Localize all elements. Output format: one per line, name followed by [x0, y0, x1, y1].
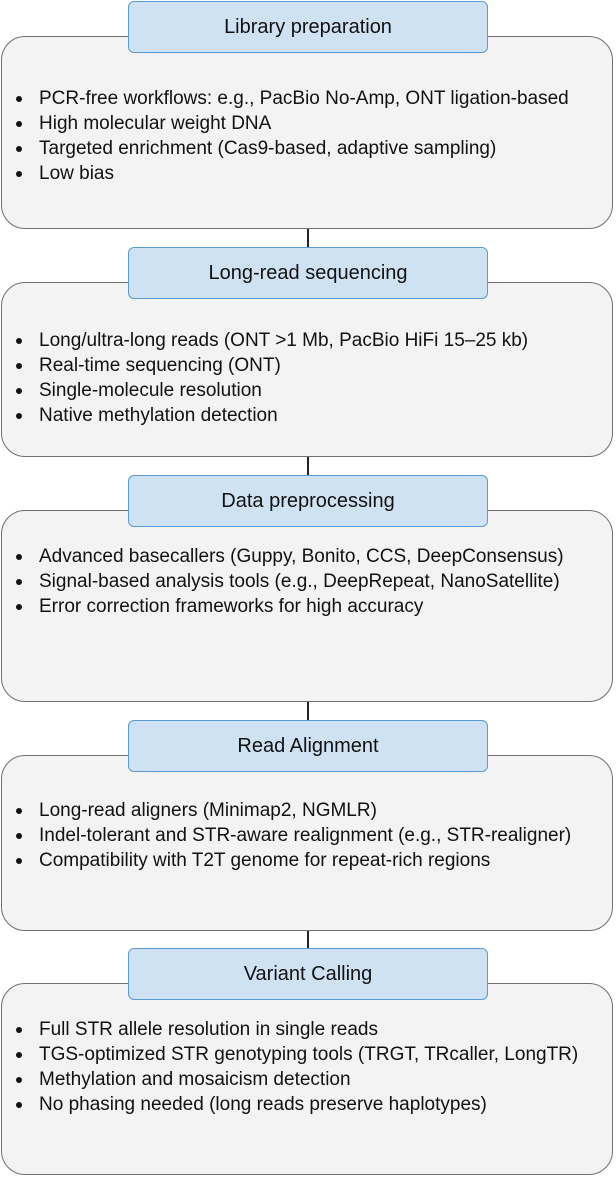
bullet-icon	[16, 554, 22, 560]
bullet-icon	[16, 96, 22, 102]
connector-4-5	[307, 930, 309, 949]
list-item: Full STR allele resolution in single rea…	[14, 1017, 586, 1042]
bullet-icon	[16, 1052, 22, 1058]
list-item: Single-molecule resolution	[14, 378, 586, 403]
list-item: PCR-free workflows: e.g., PacBio No-Amp,…	[14, 86, 586, 111]
list-item: Advanced basecallers (Guppy, Bonito, CCS…	[14, 544, 586, 569]
stage-title-read-alignment: Read Alignment	[128, 720, 488, 772]
list-item: TGS-optimized STR genotyping tools (TRGT…	[14, 1042, 586, 1067]
list-item: Targeted enrichment (Cas9-based, adaptiv…	[14, 136, 586, 161]
bullet-icon	[16, 604, 22, 610]
bullet-icon	[16, 121, 22, 127]
connector-1-2	[307, 228, 309, 248]
list-item: High molecular weight DNA	[14, 111, 586, 136]
stage-items-read-alignment: Long-read aligners (Minimap2, NGMLR) Ind…	[14, 798, 586, 873]
list-item: Real-time sequencing (ONT)	[14, 353, 586, 378]
bullet-icon	[16, 1027, 22, 1033]
list-item: Error correction frameworks for high acc…	[14, 594, 586, 619]
bullet-icon	[16, 1077, 22, 1083]
stage-items-data-preprocessing: Advanced basecallers (Guppy, Bonito, CCS…	[14, 544, 586, 619]
list-item: Methylation and mosaicism detection	[14, 1067, 586, 1092]
list-item: Native methylation detection	[14, 403, 586, 428]
stage-title-data-preprocessing: Data preprocessing	[128, 475, 488, 527]
stage-title-library-preparation: Library preparation	[128, 1, 488, 53]
bullet-icon	[16, 579, 22, 585]
stage-items-library-preparation: PCR-free workflows: e.g., PacBio No-Amp,…	[14, 86, 586, 186]
stage-panel-data-preprocessing: Advanced basecallers (Guppy, Bonito, CCS…	[1, 510, 613, 702]
list-item: Indel-tolerant and STR-aware realignment…	[14, 823, 586, 848]
bullet-icon	[16, 363, 22, 369]
stage-items-variant-calling: Full STR allele resolution in single rea…	[14, 1017, 586, 1117]
bullet-icon	[16, 338, 22, 344]
bullet-icon	[16, 1102, 22, 1108]
list-item: Long-read aligners (Minimap2, NGMLR)	[14, 798, 586, 823]
stage-panel-long-read-sequencing: Long/ultra-long reads (ONT >1 Mb, PacBio…	[1, 282, 613, 457]
stage-items-long-read-sequencing: Long/ultra-long reads (ONT >1 Mb, PacBio…	[14, 328, 586, 428]
list-item: Compatibility with T2T genome for repeat…	[14, 848, 586, 873]
list-item: No phasing needed (long reads preserve h…	[14, 1092, 586, 1117]
bullet-icon	[16, 146, 22, 152]
list-item: Long/ultra-long reads (ONT >1 Mb, PacBio…	[14, 328, 586, 353]
stage-title-variant-calling: Variant Calling	[128, 948, 488, 1000]
bullet-icon	[16, 833, 22, 839]
list-item: Low bias	[14, 161, 586, 186]
bullet-icon	[16, 171, 22, 177]
bullet-icon	[16, 808, 22, 814]
stage-panel-read-alignment: Long-read aligners (Minimap2, NGMLR) Ind…	[1, 755, 613, 931]
stage-panel-library-preparation: PCR-free workflows: e.g., PacBio No-Amp,…	[1, 36, 613, 229]
bullet-icon	[16, 858, 22, 864]
stage-panel-variant-calling: Full STR allele resolution in single rea…	[1, 983, 613, 1175]
bullet-icon	[16, 413, 22, 419]
list-item: Signal-based analysis tools (e.g., DeepR…	[14, 569, 586, 594]
bullet-icon	[16, 388, 22, 394]
connector-3-4	[307, 701, 309, 721]
stage-title-long-read-sequencing: Long-read sequencing	[128, 247, 488, 299]
connector-2-3	[307, 456, 309, 476]
